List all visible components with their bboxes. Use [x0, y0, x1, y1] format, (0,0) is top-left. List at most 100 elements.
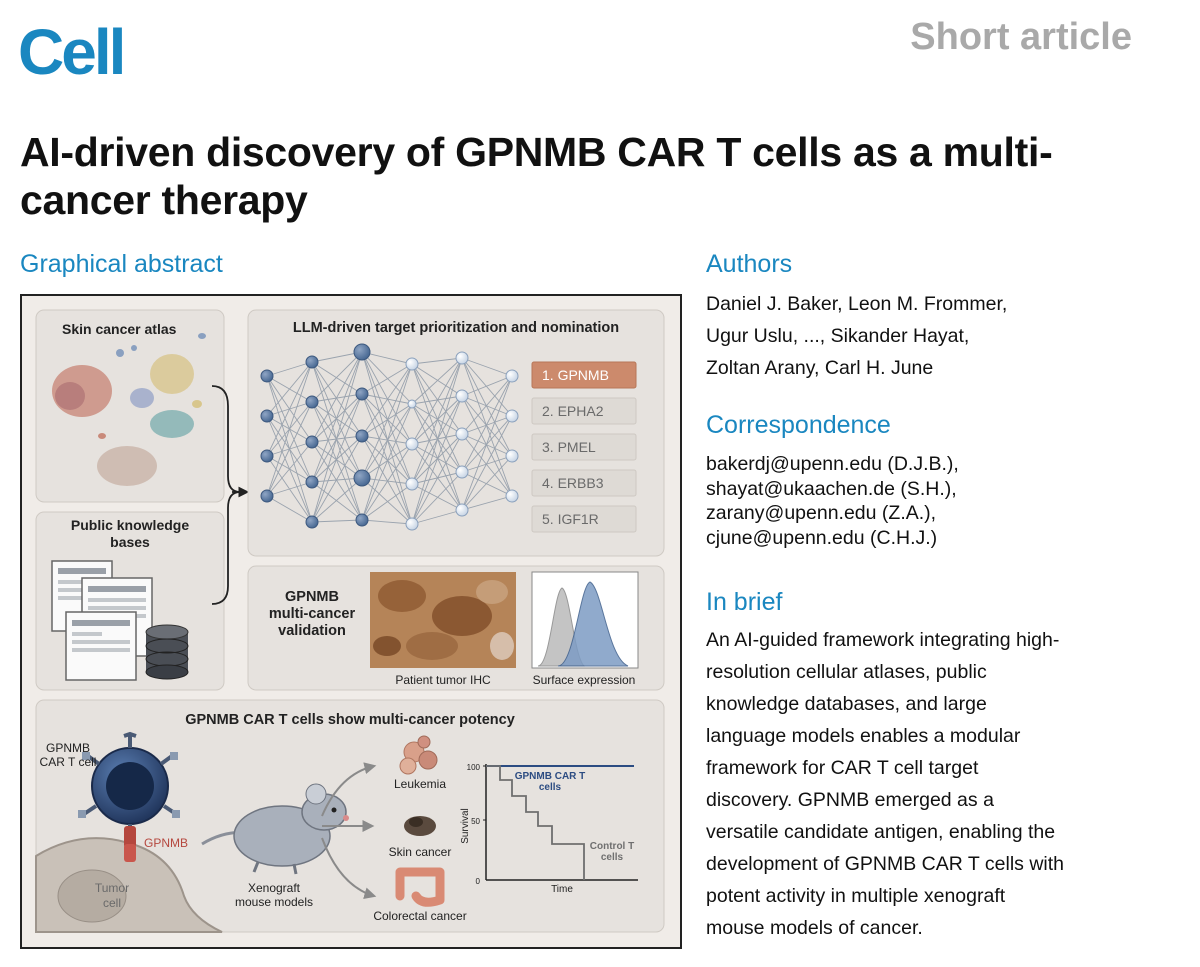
y-tick-0: 0	[476, 877, 481, 886]
network-edge	[411, 471, 463, 485]
network-edge	[411, 471, 463, 525]
network-edge	[411, 403, 463, 435]
author-line: Daniel J. Baker, Leon M. Frommer,	[706, 293, 1008, 315]
network-edge	[311, 435, 363, 523]
network-edge	[461, 375, 513, 511]
validation-panel: GPNMB multi-cancer validation Patient tu…	[247, 565, 665, 691]
network-node	[505, 409, 519, 423]
network-node	[355, 513, 369, 527]
network-node	[405, 477, 419, 491]
network-edge	[361, 351, 413, 445]
network-node	[505, 449, 519, 463]
network-edge	[461, 455, 513, 473]
car-t-curve-label-line2: cells	[539, 782, 562, 793]
authors-heading: Authors	[706, 250, 793, 278]
network-edge	[461, 357, 513, 417]
target-rank-2: 2. EPHA2	[542, 403, 604, 419]
network-edge	[311, 351, 363, 483]
mouse-label-line2: mouse models	[235, 895, 313, 909]
in-brief-line: discovery. GPNMB emerged as a	[706, 789, 994, 811]
network-edge	[361, 435, 413, 485]
network-edge	[411, 357, 463, 485]
network-node	[305, 435, 319, 449]
y-axis-label: Survival	[460, 808, 471, 844]
target-list: 1. GPNMB 2. EPHA2 3. PMEL 4. ERBB3 5. IG…	[531, 361, 637, 533]
network-edge	[311, 435, 363, 443]
network-edge	[461, 357, 513, 497]
network-edge	[461, 375, 513, 397]
network-node	[355, 429, 369, 443]
network-edge	[266, 441, 313, 497]
car-t-label-line2: CAR T cell	[40, 755, 97, 769]
in-brief-line: resolution cellular atlases, public	[706, 661, 987, 683]
network-edge	[266, 361, 313, 377]
network-edge	[361, 393, 413, 405]
network-edge	[461, 357, 513, 377]
network-edge	[266, 361, 313, 417]
network-edge	[361, 351, 413, 485]
network-edge	[266, 361, 313, 457]
network-edge	[311, 361, 363, 437]
network-node	[353, 343, 371, 361]
correspondence-heading: Correspondence	[706, 411, 891, 439]
car-t-curve-label-line1: GPNMB CAR T	[515, 771, 586, 782]
network-edge	[411, 363, 463, 397]
survival-chart: 100 50 0 Survival Time GPNMB CAR T cells…	[460, 763, 638, 895]
llm-panel-title: LLM-driven target prioritization and nom…	[293, 320, 619, 336]
network-edge	[361, 483, 413, 521]
database-icon	[145, 624, 189, 680]
network-edge	[461, 375, 513, 435]
in-brief-line: language models enables a modular	[706, 725, 1021, 747]
email-link[interactable]: zarany@upenn.edu (Z.A.),	[706, 502, 937, 524]
network-edge	[311, 351, 363, 403]
network-node	[505, 489, 519, 503]
author-list: Daniel J. Baker, Leon M. Frommer, Ugur U…	[706, 288, 1176, 384]
tumor-cell-illustration: Tumor cell	[35, 826, 223, 933]
network-edge	[461, 375, 513, 473]
network-edge	[361, 363, 413, 521]
article-type-label: Short article	[910, 16, 1132, 58]
email-link[interactable]: cjune@upenn.edu (C.H.J.)	[706, 526, 938, 549]
leukemia-icon	[399, 735, 438, 775]
network-edge	[361, 363, 413, 395]
umap-plot	[52, 333, 206, 486]
network-node	[355, 387, 369, 401]
email-link[interactable]: shayat@ukaachen.de (S.H.),	[706, 477, 957, 500]
graphical-abstract-figure: Skin cancer atlas Public knowledge bases	[20, 294, 682, 949]
network-node	[455, 351, 469, 365]
llm-panel: LLM-driven target prioritization and nom…	[247, 309, 665, 557]
network-edge	[411, 357, 463, 445]
network-edge	[411, 363, 463, 511]
neural-network-diagram	[260, 343, 519, 531]
tumor-label-line2: cell	[103, 896, 121, 910]
histogram-plot	[531, 571, 639, 669]
network-edge	[411, 395, 463, 405]
network-edge	[461, 357, 513, 457]
potency-panel: GPNMB CAR T cells show multi-cancer pote…	[35, 699, 665, 933]
x-axis-label: Time	[551, 884, 573, 895]
network-edge	[411, 403, 463, 473]
network-edge	[311, 361, 363, 521]
network-edge	[311, 393, 363, 523]
network-edge	[311, 401, 363, 521]
network-edge	[411, 357, 463, 525]
network-edge	[361, 393, 413, 485]
network-edge	[411, 443, 463, 511]
network-edge	[411, 395, 463, 525]
knowledge-label-line1: Public knowledge	[71, 517, 189, 533]
network-edge	[411, 357, 463, 365]
mouse-label-line1: Xenograft	[248, 881, 301, 895]
network-edge	[266, 361, 313, 497]
network-edge	[461, 415, 513, 511]
network-edge	[461, 471, 513, 497]
in-brief-text: An AI-guided framework integrating high-…	[706, 624, 1176, 944]
network-node	[455, 389, 469, 403]
network-edge	[361, 393, 413, 525]
network-edge	[266, 495, 313, 523]
network-node	[260, 409, 274, 423]
network-edge	[411, 509, 463, 525]
network-edge	[311, 351, 363, 523]
control-survival-curve	[486, 765, 585, 880]
graphical-abstract-heading: Graphical abstract	[20, 250, 223, 278]
email-link[interactable]: bakerdj@upenn.edu (D.J.B.),	[706, 453, 959, 475]
